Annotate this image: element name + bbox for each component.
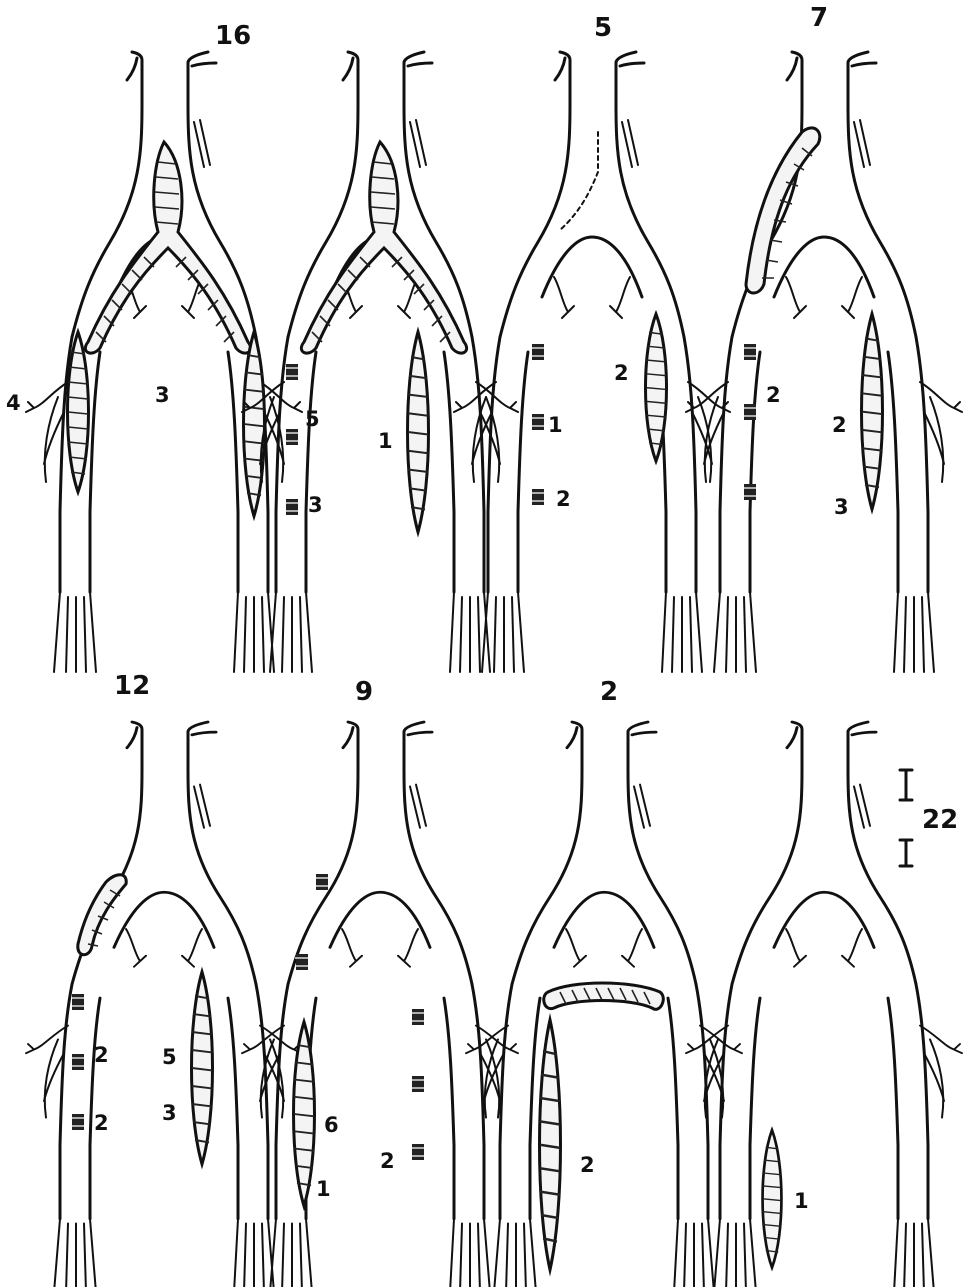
graft-fem-pop-left bbox=[68, 332, 89, 492]
panel-7-label-2: 2 bbox=[580, 1153, 595, 1177]
panel-3-label-2a: 2 bbox=[556, 487, 571, 511]
bracket-label: 22 bbox=[922, 805, 958, 835]
panel-5-label-3: 3 bbox=[162, 1101, 177, 1125]
panel-5-label-5: 5 bbox=[162, 1045, 177, 1069]
panel-3-count: 5 bbox=[594, 13, 612, 43]
panel-6-label-1: 1 bbox=[316, 1177, 331, 1201]
panel-3-label-2b: 2 bbox=[614, 361, 629, 385]
panel-2-label-5: 5 bbox=[305, 407, 320, 431]
panel-6-label-6: 6 bbox=[324, 1113, 339, 1137]
panel-4-label-3: 3 bbox=[834, 495, 849, 519]
panel-2 bbox=[242, 52, 518, 672]
panel-5 bbox=[26, 722, 302, 1287]
graft-ilio-femoral bbox=[78, 875, 126, 955]
panel-1-label-right: 3 bbox=[155, 383, 170, 407]
graft-bifurcated bbox=[301, 142, 466, 353]
graft-fem-pop-right bbox=[192, 972, 213, 1164]
panel-2-label-3: 3 bbox=[308, 493, 323, 517]
graft-fem-pop-left bbox=[294, 1022, 315, 1206]
panel-3 bbox=[454, 52, 730, 672]
graft-fem-pop-right bbox=[408, 332, 429, 532]
panel-6-label-2: 2 bbox=[380, 1149, 395, 1173]
bracket-22 bbox=[900, 770, 912, 866]
panel-1-count: 16 bbox=[215, 21, 251, 51]
graft-fem-pop-left bbox=[540, 1020, 561, 1270]
panel-6 bbox=[242, 722, 518, 1287]
panel-5-label-2a: 2 bbox=[94, 1043, 109, 1067]
panel-8-label-1: 1 bbox=[794, 1189, 809, 1213]
panel-8 bbox=[686, 722, 962, 1287]
panel-4-label-left-2: 2 bbox=[766, 383, 781, 407]
panel-4 bbox=[686, 52, 962, 672]
graft-fem-pop-right bbox=[244, 332, 265, 516]
graft-fem-pop-right bbox=[862, 314, 883, 509]
panel-5-count: 12 bbox=[114, 671, 150, 701]
panel-6-count: 9 bbox=[355, 677, 373, 707]
panel-1-label-left: 4 bbox=[6, 391, 21, 415]
panel-4-count: 7 bbox=[810, 3, 828, 33]
panel-7-count: 2 bbox=[600, 677, 618, 707]
panel-4-label-right-2: 2 bbox=[832, 413, 847, 437]
panel-1 bbox=[26, 52, 302, 672]
graft-popliteal-tibial-left bbox=[763, 1130, 782, 1268]
graft-fem-pop-right bbox=[646, 314, 667, 461]
panel-2-label-1: 1 bbox=[378, 429, 393, 453]
panel-5-label-2b: 2 bbox=[94, 1111, 109, 1135]
panel-7 bbox=[466, 722, 742, 1287]
graft-bifurcated bbox=[85, 142, 250, 353]
panel-3-label-1: 1 bbox=[548, 413, 563, 437]
